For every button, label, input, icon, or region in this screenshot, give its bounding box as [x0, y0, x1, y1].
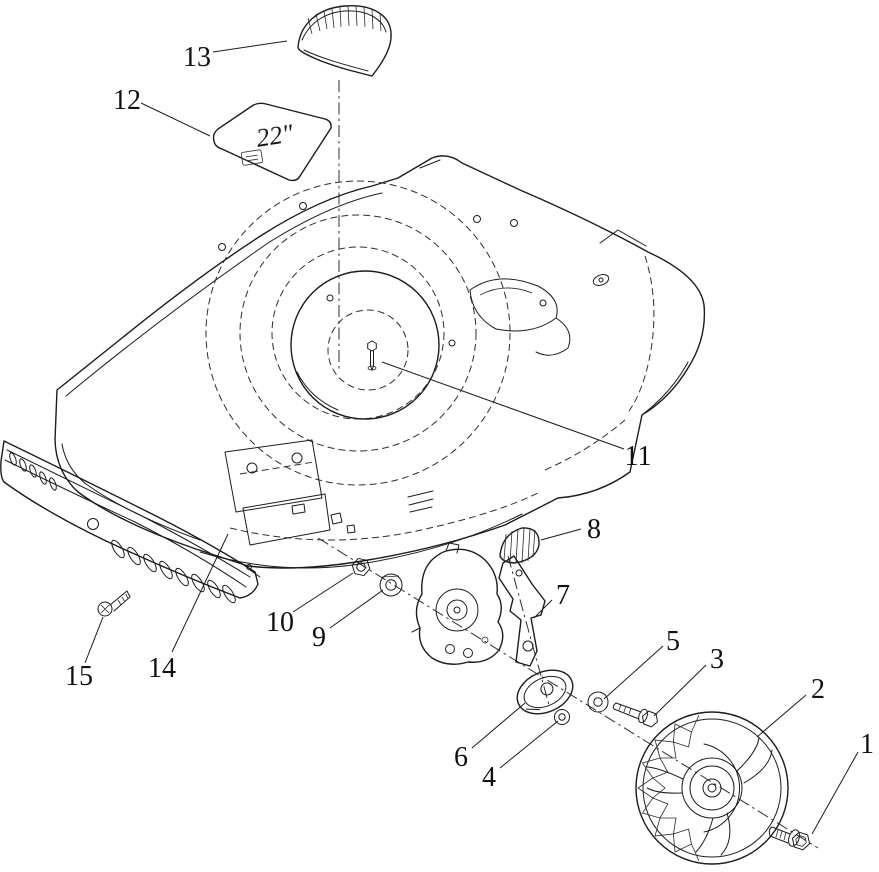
part-5-washer [587, 691, 609, 713]
deck-holes [218, 202, 610, 347]
baffle-face-slots [111, 539, 236, 604]
callout-label-13: 13 [183, 42, 211, 73]
callout-label-10: 10 [266, 607, 294, 638]
part-12-size-decal: 22" [212, 102, 332, 182]
callout-label-11: 11 [625, 441, 652, 472]
callout-label-3: 3 [710, 644, 724, 675]
part-8-spring-clip [499, 527, 540, 564]
part-4-washer [554, 709, 570, 725]
callout-label-6: 6 [454, 742, 468, 773]
part-6-cam-plate [516, 669, 574, 715]
mower-deck-housing [54, 155, 706, 569]
callout-labels: 1 2 3 4 5 6 7 8 9 10 11 12 13 14 15 [65, 42, 874, 793]
callout-label-8: 8 [587, 514, 601, 545]
blade-opening [290, 270, 440, 420]
wheel-spokes [646, 737, 773, 856]
callout-label-12: 12 [113, 85, 141, 116]
callout-label-2: 2 [811, 674, 825, 705]
belt-cover-detail [469, 278, 571, 356]
callout-label-4: 4 [482, 762, 496, 793]
baffle-end-slots [9, 452, 57, 491]
callout-label-9: 9 [312, 622, 326, 653]
decal-badge [240, 149, 263, 166]
callout-label-7: 7 [556, 580, 570, 611]
wheel-tread [637, 714, 741, 862]
part-2-wheel [635, 711, 789, 865]
callout-label-14: 14 [148, 653, 176, 684]
part-13-top-cover [297, 5, 392, 77]
callout-label-15: 15 [65, 661, 93, 692]
callout-label-5: 5 [666, 626, 680, 657]
part-9-bushing [379, 573, 403, 597]
decal-size-text: 22" [254, 118, 295, 152]
part-15-screw [97, 590, 131, 617]
drive-cover-plate [411, 542, 504, 665]
part-1-axle-bolt [768, 826, 811, 851]
part-11-center-bolt [367, 340, 377, 371]
leader-lines [84, 40, 859, 835]
part-7-bracket-arm [498, 555, 546, 667]
part-3-bolt [612, 702, 659, 728]
part-10-flange-nut [351, 557, 371, 577]
callout-label-1: 1 [860, 729, 874, 760]
front-bracket-detail [224, 439, 434, 546]
center-lines [317, 80, 819, 849]
